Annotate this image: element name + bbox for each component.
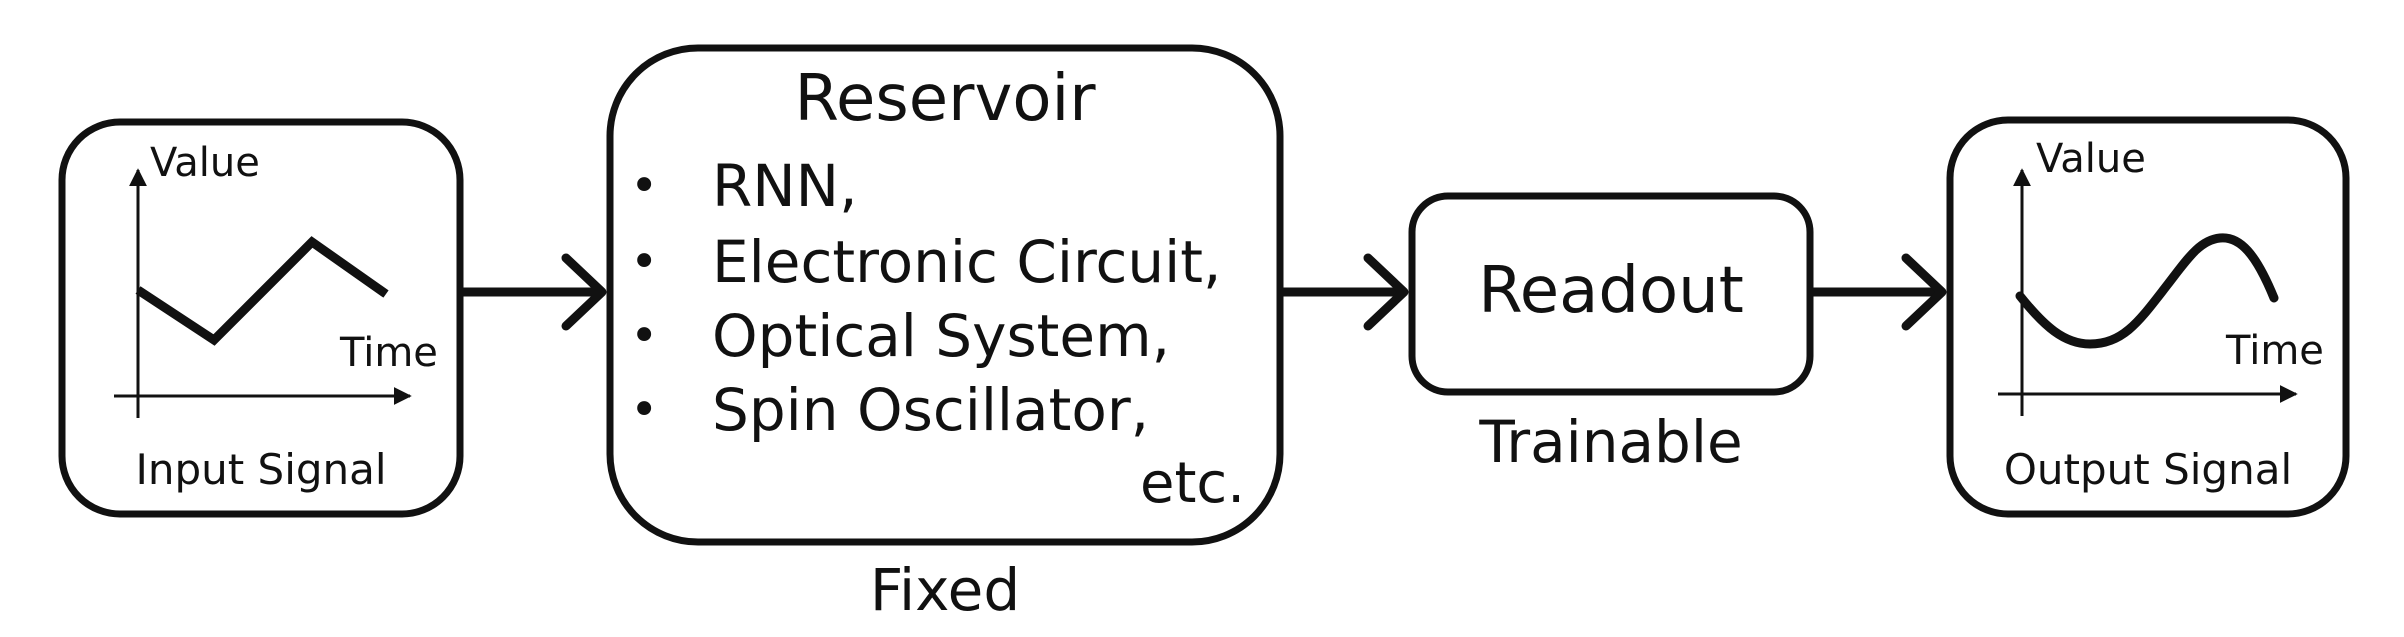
arrow-readout-to-output: [1810, 253, 1947, 331]
reservoir-item: Optical System,: [712, 302, 1170, 370]
reservoir-item: Electronic Circuit,: [712, 228, 1221, 296]
reservoir-bullet: •: [630, 382, 658, 438]
input-panel-box: [58, 118, 464, 518]
reservoir-item: RNN,: [712, 152, 858, 220]
output-signal-curve: [2015, 233, 2279, 349]
output-y-axis-label: Value: [2036, 136, 2146, 182]
output-signal-panel: Value Time Output Signal: [1946, 116, 2350, 518]
input-signal-curve: [135, 236, 389, 346]
reservoir-block: Reservoir • RNN, • Electronic Circuit, •…: [606, 44, 1284, 546]
reservoir-item: Spin Oscillator,: [712, 376, 1149, 444]
reservoir-bullet: •: [630, 158, 658, 214]
readout-caption-trainable: Trainable: [1478, 408, 1742, 476]
reservoir-title: Reservoir: [794, 62, 1096, 136]
readout-title: Readout: [1478, 254, 1744, 328]
reservoir-bullet: •: [630, 234, 658, 290]
output-x-axis-label: Time: [2225, 328, 2324, 374]
input-y-axis-label: Value: [150, 140, 260, 186]
arrow-reservoir-to-readout: [1280, 253, 1409, 331]
input-signal-panel: Value Time Input Signal: [58, 118, 464, 518]
output-signal-caption: Output Signal: [2004, 445, 2292, 494]
output-panel-box: [1946, 116, 2350, 518]
readout-block: Readout: [1408, 192, 1814, 396]
reservoir-etc: etc.: [1140, 451, 1245, 516]
reservoir-bullet: •: [630, 308, 658, 364]
reservoir-caption-fixed: Fixed: [870, 556, 1020, 624]
arrow-input-to-reservoir: [460, 253, 607, 331]
input-x-axis-label: Time: [339, 330, 438, 376]
input-signal-caption: Input Signal: [135, 445, 386, 494]
